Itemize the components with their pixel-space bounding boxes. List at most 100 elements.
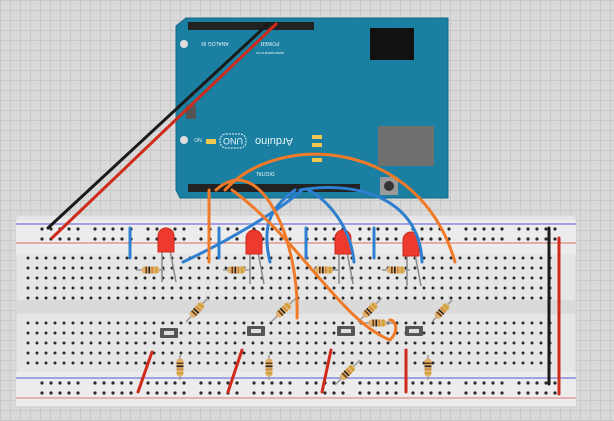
hole xyxy=(197,286,201,290)
hole xyxy=(224,276,228,280)
hole xyxy=(467,266,471,270)
hole xyxy=(26,256,30,260)
hole xyxy=(494,341,498,345)
hole xyxy=(485,256,489,260)
hole xyxy=(53,321,57,325)
rail-hole xyxy=(367,391,371,395)
hole xyxy=(206,276,210,280)
hole xyxy=(287,276,291,280)
hole xyxy=(314,256,318,260)
hole xyxy=(539,266,543,270)
hole xyxy=(71,321,75,325)
rail-hole xyxy=(420,381,424,385)
hole xyxy=(530,276,534,280)
hole xyxy=(80,296,84,300)
hole xyxy=(197,296,201,300)
hole xyxy=(224,351,228,355)
rail-hole xyxy=(173,227,177,231)
hole xyxy=(215,276,219,280)
hole xyxy=(26,266,30,270)
hole xyxy=(539,341,543,345)
rail-hole xyxy=(93,381,97,385)
rail-hole xyxy=(358,227,362,231)
hole xyxy=(125,296,129,300)
rail-hole xyxy=(102,227,106,231)
rail-hole xyxy=(544,237,548,241)
rail-hole xyxy=(526,227,530,231)
resistor-band xyxy=(176,368,184,371)
hole xyxy=(521,341,525,345)
hole xyxy=(71,276,75,280)
hole xyxy=(458,351,462,355)
rail-hole xyxy=(411,381,415,385)
rail-hole xyxy=(182,381,186,385)
hole xyxy=(35,321,39,325)
hole xyxy=(44,351,48,355)
hole xyxy=(305,296,309,300)
hole xyxy=(233,321,237,325)
hole xyxy=(440,341,444,345)
usb-port xyxy=(378,126,434,166)
hole xyxy=(143,256,147,260)
resistor-band xyxy=(322,266,324,274)
hole xyxy=(62,296,66,300)
resistor-band xyxy=(436,311,443,318)
hole xyxy=(512,256,516,260)
hole xyxy=(197,266,201,270)
hole xyxy=(287,361,291,365)
rail-hole xyxy=(500,227,504,231)
hole xyxy=(80,341,84,345)
hole xyxy=(458,276,462,280)
hole xyxy=(476,266,480,270)
hole xyxy=(476,361,480,365)
hole xyxy=(449,296,453,300)
hole xyxy=(476,276,480,280)
hole xyxy=(314,361,318,365)
hole xyxy=(53,266,57,270)
hole xyxy=(233,361,237,365)
hole xyxy=(224,341,228,345)
resistor-band xyxy=(424,362,432,365)
hole xyxy=(350,266,354,270)
hole xyxy=(458,266,462,270)
rail-hole xyxy=(173,381,177,385)
hole xyxy=(341,351,345,355)
hole xyxy=(404,341,408,345)
power-jumper-wire xyxy=(136,350,154,394)
rail-hole xyxy=(517,391,521,395)
resistor-body xyxy=(141,266,160,274)
hole xyxy=(521,266,525,270)
led-body xyxy=(157,227,175,253)
hole xyxy=(188,351,192,355)
pushbutton-cap xyxy=(164,331,174,335)
hole xyxy=(476,331,480,335)
hole xyxy=(449,256,453,260)
resistor-band xyxy=(279,307,286,314)
hole xyxy=(26,321,30,325)
hole xyxy=(53,361,57,365)
rail-hole xyxy=(146,381,150,385)
rail-hole xyxy=(358,391,362,395)
hole xyxy=(332,351,336,355)
hole xyxy=(395,276,399,280)
hole xyxy=(125,256,129,260)
rail-hole xyxy=(491,391,495,395)
led-lead xyxy=(346,251,354,285)
rail-hole xyxy=(429,391,433,395)
rail-hole xyxy=(40,391,44,395)
hole xyxy=(467,321,471,325)
hole xyxy=(512,341,516,345)
hole xyxy=(521,296,525,300)
hole xyxy=(449,276,453,280)
resistor-band xyxy=(394,266,396,274)
hole xyxy=(458,341,462,345)
hole xyxy=(44,286,48,290)
rail-hole xyxy=(111,381,115,385)
rail-hole xyxy=(464,227,468,231)
rail-hole xyxy=(261,381,265,385)
hole xyxy=(440,296,444,300)
hole xyxy=(188,296,192,300)
hole xyxy=(386,341,390,345)
hole xyxy=(287,351,291,355)
hole xyxy=(242,321,246,325)
